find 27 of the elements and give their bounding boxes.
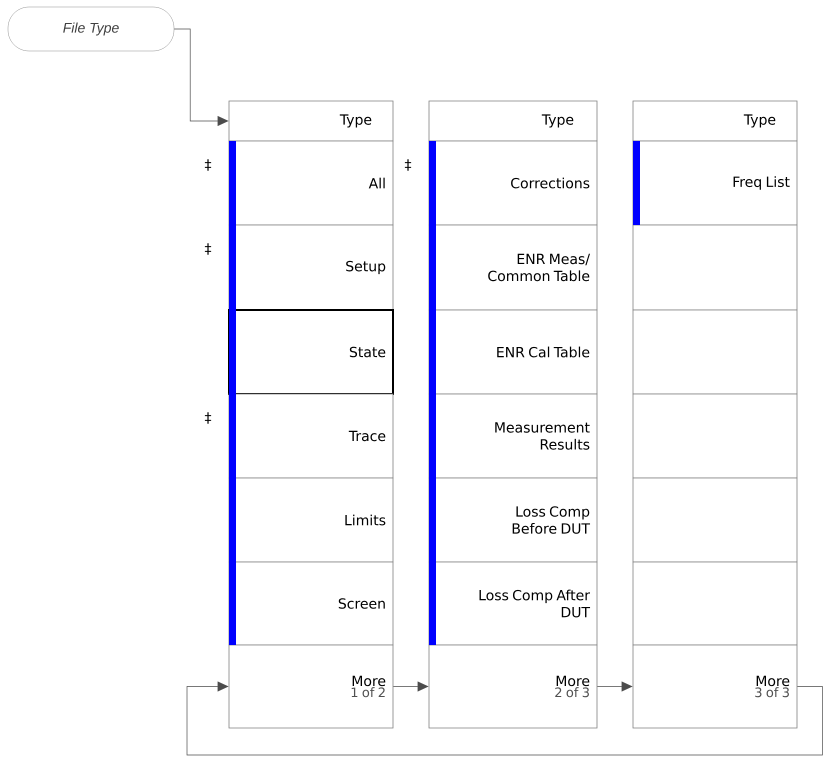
blank-softkey (632, 562, 798, 646)
softkey: Limits (228, 478, 394, 562)
footnote-mark: ‡ (204, 243, 212, 255)
softkey: ENR Cal Table (428, 310, 598, 394)
softkey: Trace (228, 394, 394, 478)
softkey: Measurement Results (428, 394, 598, 478)
softkey: Loss Comp After DUT (428, 562, 598, 646)
blank-softkey (632, 478, 798, 562)
menu-header: Type (228, 100, 394, 142)
more-key: More 3 of 3 (632, 644, 798, 728)
menu-header: Type (632, 100, 798, 142)
softkey: ENR Meas/ Common Table (428, 224, 598, 310)
footnote-mark: ‡ (204, 159, 212, 171)
footnote-mark: ‡ (204, 412, 212, 424)
softkey: Setup (228, 224, 394, 310)
more-key: More 1 of 2 (228, 644, 394, 728)
blank-softkey (632, 394, 798, 478)
blank-softkey (632, 310, 798, 394)
softkey: State (228, 309, 394, 395)
arrow (186, 681, 823, 756)
menu-header: Type (428, 100, 598, 142)
softkey: Loss Comp Before DUT (428, 478, 598, 562)
menu-pill: File Type (8, 6, 174, 52)
footnote-mark: ‡ (404, 159, 412, 171)
softkey: Screen (228, 562, 394, 646)
blank-softkey (632, 224, 798, 310)
more-key: More 2 of 3 (428, 644, 598, 728)
